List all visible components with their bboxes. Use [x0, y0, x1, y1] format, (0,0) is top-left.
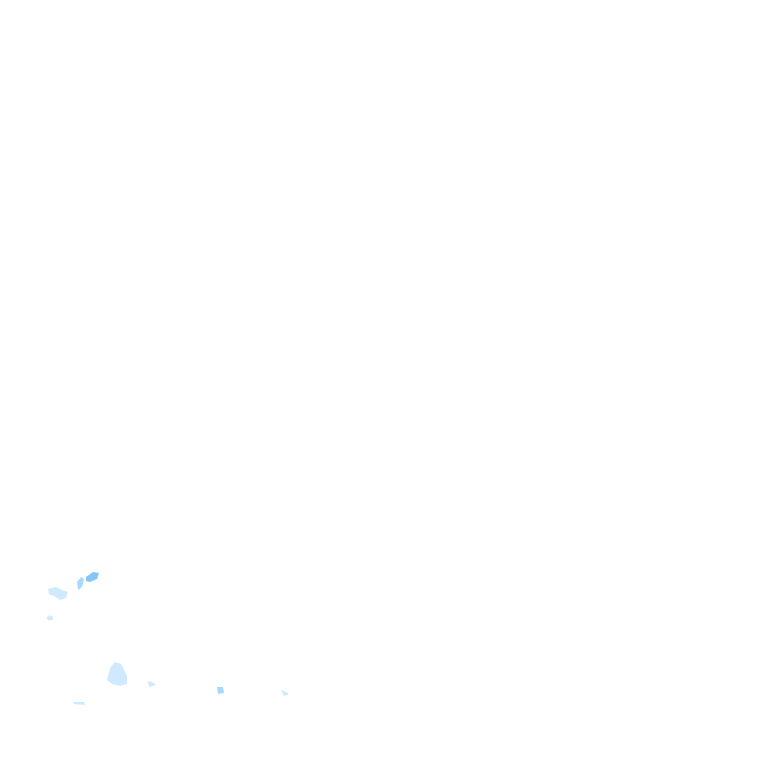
precipitation-patch [86, 572, 99, 582]
precipitation-patch [77, 577, 84, 590]
precipitation-patch [73, 702, 85, 705]
precipitation-patch [48, 587, 68, 600]
precipitation-patch [281, 690, 289, 696]
precipitation-patch [47, 615, 53, 621]
precipitation-patch [148, 681, 156, 687]
precipitation-patch [217, 687, 224, 694]
precipitation-patch [107, 662, 127, 686]
